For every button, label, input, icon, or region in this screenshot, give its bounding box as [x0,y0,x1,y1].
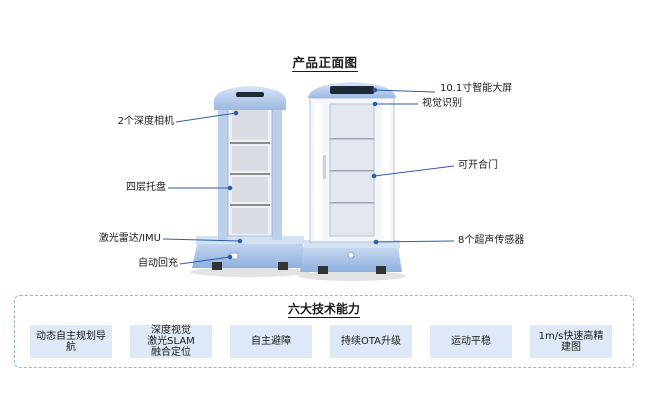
capabilities-panel: 六大技术能力 [14,295,634,368]
capability-card-navigation: 动态自主规划导航 [30,325,112,358]
right-robot [298,82,406,281]
capability-label: 持续OTA升级 [340,336,402,347]
callout-ultrasonic: 8个超声传感器 [458,235,525,246]
capability-label: 动态自主规划导航 [36,330,106,353]
callout-lidar: 激光雷达/IMU [98,233,161,244]
product-illustration [162,82,455,281]
left-robot [190,86,310,277]
capability-card-obstacle: 自主避障 [230,325,312,358]
capability-card-motion: 运动平稳 [430,325,512,358]
page-title: 产品正面图 [0,52,650,72]
capability-label: 自主避障 [251,336,291,347]
capability-card-slam: 深度视觉 激光SLAM 融合定位 [130,325,212,358]
callout-vision: 视觉识别 [422,98,462,109]
callout-screen: 10.1寸智能大屏 [440,83,513,94]
callout-depth-camera: 2个深度相机 [117,116,174,127]
capability-label: 1m/s快速高精建图 [538,330,604,353]
callout-door: 可开合门 [458,160,498,171]
capability-card-mapping: 1m/s快速高精建图 [530,325,612,358]
page-title-text: 产品正面图 [292,55,358,72]
capability-label: 运动平稳 [451,336,491,347]
callout-lines [162,87,455,265]
capability-label: 深度视觉 激光SLAM 融合定位 [147,325,195,358]
capabilities-title: 六大技术能力 [15,300,633,318]
capabilities-title-text: 六大技术能力 [287,302,360,318]
callout-tray: 四层托盘 [126,182,166,193]
capability-card-ota: 持续OTA升级 [330,325,412,358]
callout-auto-charge: 自动回充 [138,258,178,269]
